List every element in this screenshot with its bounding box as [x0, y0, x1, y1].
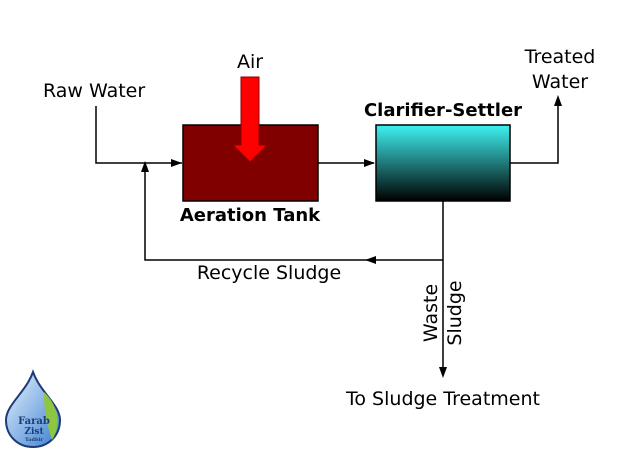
recycle-sludge-label: Recycle Sludge [197, 262, 341, 284]
treated-water-line [510, 98, 559, 164]
sludge-label: Sludge [444, 280, 466, 345]
aeration-tank-label: Aeration Tank [180, 205, 321, 226]
waste-label: Waste [420, 284, 442, 342]
treated-water-label-line1: Treated [524, 46, 596, 68]
logo-text-farab: Farab [18, 416, 50, 427]
farab-zist-logo: Farab Zist Tadbir [4, 368, 62, 449]
logo-text-tadbir: Tadbir [25, 437, 43, 443]
raw-water-line [95, 106, 182, 164]
logo-leaf-icon [44, 392, 58, 440]
to-sludge-treatment-label: To Sludge Treatment [345, 388, 540, 410]
recycle-direction-arrowhead [365, 256, 376, 264]
recycle-sludge-line [144, 164, 443, 261]
clarifier-label: Clarifier-Settler [364, 100, 522, 121]
clarifier-settler [375, 124, 511, 202]
treated-water-label-line2: Water [532, 71, 588, 93]
air-arrow [231, 76, 269, 163]
raw-water-arrowhead [171, 159, 182, 167]
recycle-return-arrowhead [141, 161, 149, 172]
logo-text-zist: Zist [24, 427, 44, 437]
aeration-to-clarifier-arrowhead [364, 159, 375, 167]
treated-water-arrowhead [554, 95, 562, 106]
raw-water-label: Raw Water [43, 80, 145, 102]
logo-drop-icon [4, 368, 62, 449]
sludge-treatment-arrowhead [439, 367, 447, 378]
air-label: Air [237, 51, 263, 73]
